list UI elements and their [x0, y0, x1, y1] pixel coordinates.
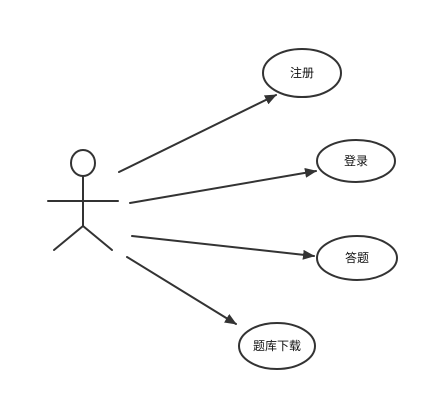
use-case-download-label: 题库下载 — [253, 338, 301, 353]
use-case-login-label: 登录 — [344, 153, 368, 168]
use-case-register-ellipse — [262, 48, 342, 98]
use-case-login: 登录 — [316, 139, 396, 183]
arrow-to-register — [118, 94, 277, 173]
actor-figure — [47, 149, 119, 251]
use-case-answer: 答题 — [316, 235, 398, 281]
use-case-download-ellipse — [238, 322, 316, 370]
actor-head — [70, 149, 96, 177]
use-case-login-ellipse — [316, 139, 396, 183]
arrow-to-answer — [131, 235, 315, 260]
actor-right-leg — [82, 225, 113, 251]
arrow-to-download — [126, 256, 237, 325]
actor-left-leg — [53, 225, 84, 251]
use-case-answer-label: 答题 — [345, 250, 369, 265]
use-case-download: 题库下载 — [238, 322, 316, 370]
use-case-register-label: 注册 — [290, 65, 314, 80]
use-case-register: 注册 — [262, 48, 342, 98]
use-case-answer-ellipse — [316, 235, 398, 281]
arrow-to-login — [129, 167, 317, 204]
